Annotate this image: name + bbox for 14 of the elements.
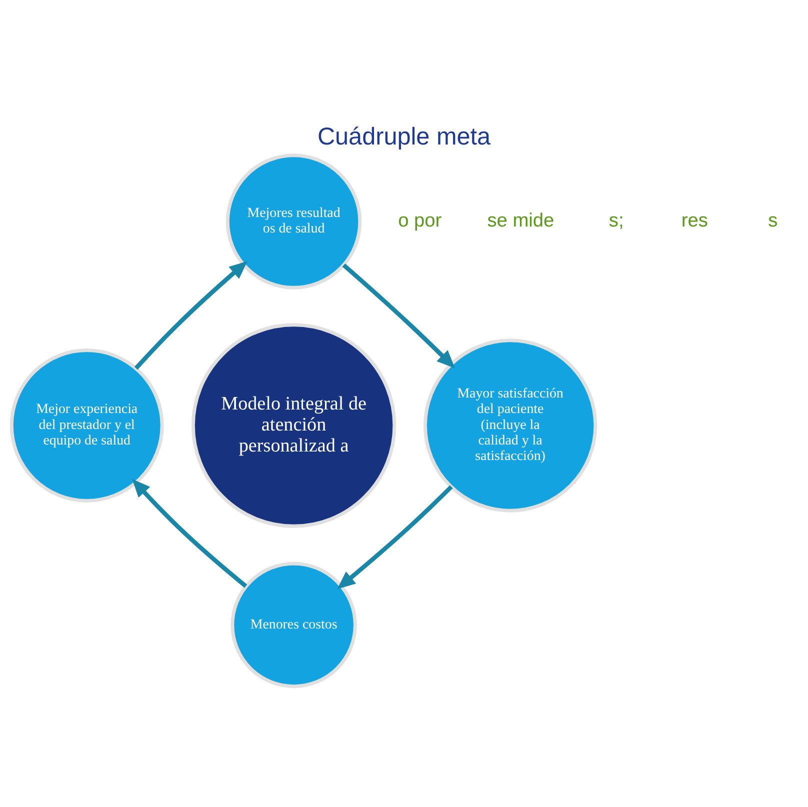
label: se mide <box>487 210 554 231</box>
label: s; <box>608 210 624 231</box>
node-circle: Mejores resultad os de salud <box>226 153 362 289</box>
arrow <box>337 484 453 589</box>
node-circle: Mejor experiencia del prestador y el equipo de salud <box>10 348 164 502</box>
diagram-title: Cuádruple meta <box>317 122 491 150</box>
node-circle: Modelo integral de atención personalizad a <box>191 322 396 528</box>
label: o por <box>398 210 442 231</box>
node-circle: Mayor satisfacción del paciente (incluye la calidad y la satisfacción) <box>423 338 598 512</box>
arrow <box>342 263 455 368</box>
arrow <box>134 260 248 370</box>
label: res <box>681 210 708 231</box>
label: s <box>768 210 778 231</box>
arrow <box>132 478 248 588</box>
